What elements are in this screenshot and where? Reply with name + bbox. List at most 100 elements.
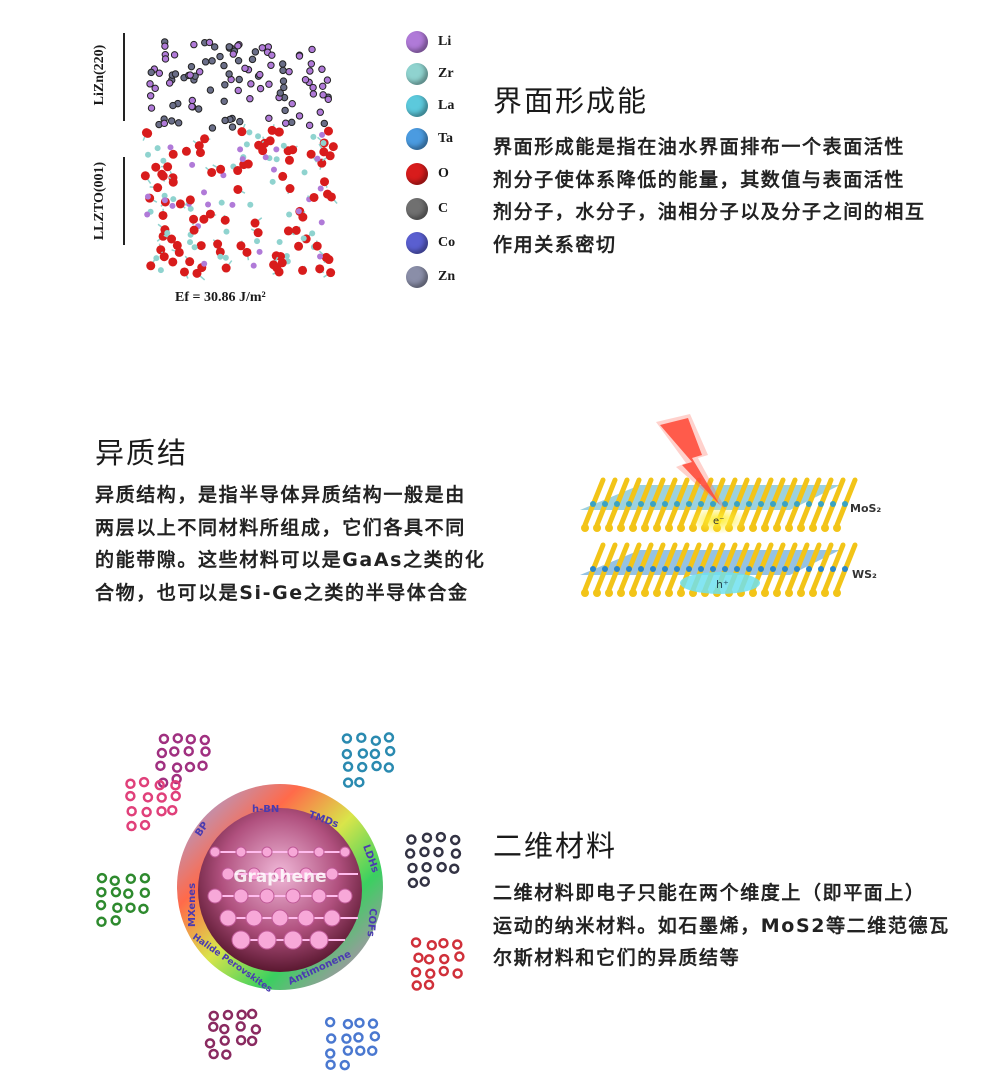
atom	[169, 202, 176, 209]
sulfur-atom	[833, 589, 841, 597]
heterostructure-diagram: h⁺ e⁻ MoS₂ WS₂	[580, 414, 881, 597]
structure-unit	[369, 1031, 381, 1042]
atom	[233, 184, 243, 194]
atom	[225, 43, 233, 51]
sulfur-atom	[653, 524, 661, 532]
structure-unit	[123, 888, 134, 899]
metal-atom	[722, 501, 728, 507]
atom	[270, 166, 277, 173]
atom	[254, 140, 264, 150]
atom	[167, 234, 177, 244]
atom	[328, 142, 338, 152]
atom	[187, 62, 196, 71]
metal-atom	[770, 566, 776, 572]
atom	[283, 226, 293, 236]
sulfur-atom	[797, 524, 805, 532]
atom	[300, 235, 307, 242]
atom	[280, 83, 288, 92]
structure-unit	[110, 915, 121, 926]
structure-unit	[355, 1045, 366, 1056]
sulfur-atom	[761, 524, 769, 532]
carbon-atom	[337, 888, 353, 904]
metal-atom	[782, 566, 788, 572]
atom	[234, 56, 243, 65]
atom-ball-icon	[406, 266, 428, 288]
atom	[188, 102, 196, 111]
atom	[217, 253, 224, 260]
atom	[205, 38, 214, 47]
structure-unit	[407, 862, 418, 874]
atom	[276, 238, 283, 245]
structure-unit	[354, 1017, 365, 1029]
legend-item: Ta	[406, 128, 453, 150]
atom	[164, 230, 171, 237]
structure-unit	[125, 873, 137, 885]
structure-unit	[172, 733, 184, 744]
atom	[307, 60, 316, 68]
structure-unit	[185, 733, 197, 745]
metal-atom	[698, 501, 704, 507]
atom	[237, 146, 244, 153]
atom	[229, 50, 237, 58]
structure-unit	[406, 834, 417, 845]
atom	[159, 252, 169, 262]
atom	[161, 192, 168, 199]
structure-unit	[204, 1038, 216, 1049]
legend-label: Li	[438, 34, 452, 49]
atom	[315, 264, 325, 274]
sulfur-atom	[749, 589, 757, 597]
ws2-label: WS₂	[852, 568, 877, 581]
sulfur-atom	[629, 524, 637, 532]
sulfur-atom	[641, 524, 649, 532]
structure-unit	[436, 861, 447, 873]
structure-unit	[341, 748, 353, 760]
legend-item: Zr	[406, 63, 454, 85]
sulfur-atom	[785, 589, 793, 597]
atom	[323, 126, 333, 136]
atom	[206, 86, 215, 94]
sulfur-atom	[773, 524, 781, 532]
metal-atom	[758, 566, 764, 572]
paragraph-line: 两层以上不同材料所组成，它们各具不同	[95, 516, 466, 539]
section-paragraph-2d-materials: 二维材料即电子只能在两个维度上（即平面上） 运动的纳米材料。如石墨烯，MoS2等…	[493, 877, 950, 975]
carbon-atom	[259, 888, 275, 904]
atom	[286, 211, 293, 218]
carbon-atom	[247, 867, 261, 881]
structure-unit	[353, 1032, 364, 1043]
metal-atom	[818, 566, 824, 572]
structure-unit	[410, 937, 422, 948]
atom	[274, 127, 284, 137]
atom	[250, 218, 260, 228]
atom	[265, 136, 275, 146]
atom	[248, 55, 257, 64]
sulfur-atom	[629, 589, 637, 597]
structure-unit	[236, 1009, 247, 1021]
atom	[147, 104, 156, 112]
legend-label: Co	[438, 235, 456, 250]
atom	[267, 61, 275, 69]
carbon-atom	[323, 909, 341, 927]
atom	[220, 172, 227, 179]
section-paragraph-heterojunction: 异质结构，是指半导体异质结构一般是由 两层以上不同材料所组成，它们各具不同 的能…	[95, 479, 485, 609]
metal-atom	[782, 501, 788, 507]
carbon-atom	[339, 846, 351, 858]
structure-unit	[356, 732, 367, 744]
sulfur-atom	[761, 589, 769, 597]
structure-unit	[433, 846, 444, 858]
atom	[215, 247, 225, 257]
carbon-atom	[271, 909, 289, 927]
metal-atom	[794, 566, 800, 572]
atom	[187, 239, 194, 246]
atom	[191, 244, 198, 251]
structure-unit	[341, 1033, 352, 1044]
ring-label: MXenes	[187, 883, 198, 927]
structure-unit	[142, 792, 154, 803]
atom	[247, 201, 254, 208]
atom	[316, 108, 324, 116]
atom	[207, 167, 217, 177]
structure-unit	[356, 761, 368, 773]
atom	[246, 129, 253, 136]
atom	[146, 92, 155, 100]
atom	[195, 148, 205, 158]
atom	[213, 239, 223, 249]
